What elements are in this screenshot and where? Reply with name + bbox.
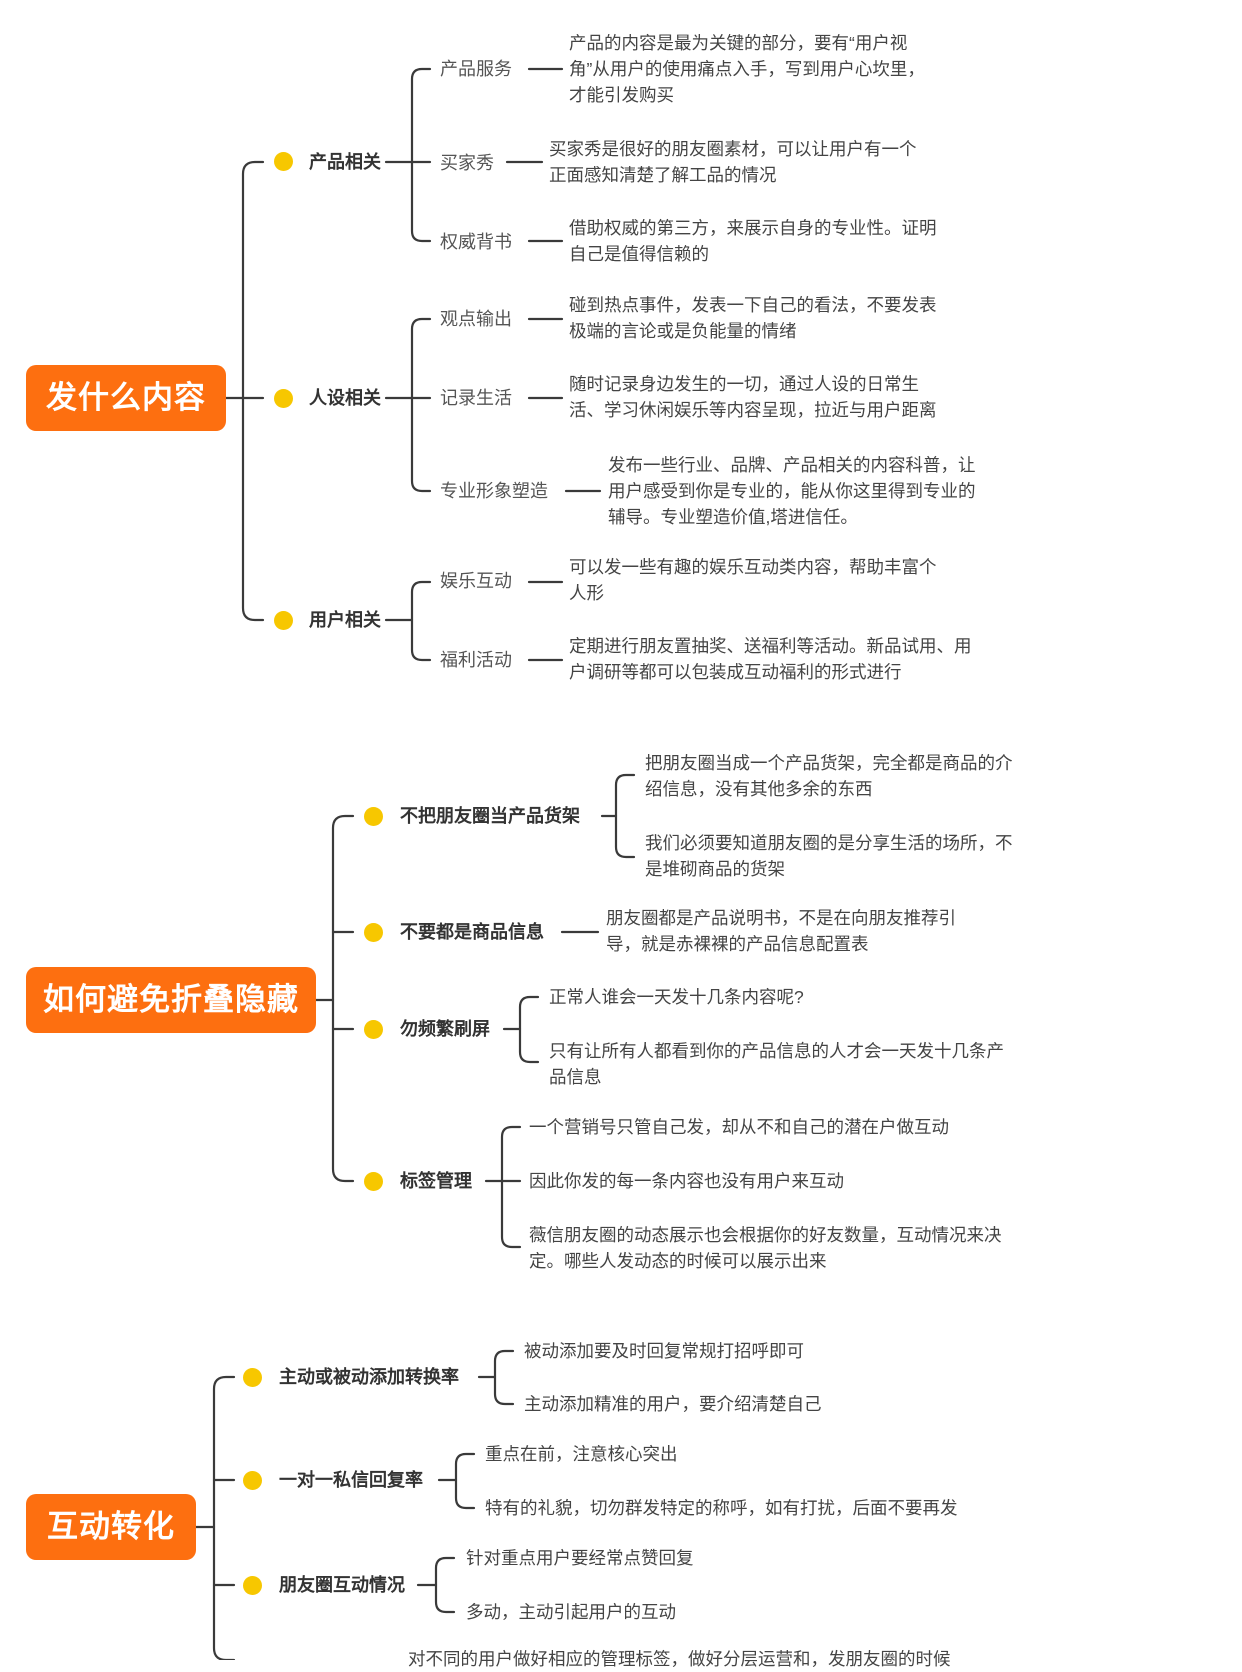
leaf-text: 一个营销号只管自己发，却从不和自己的潜在户做互动	[529, 1117, 949, 1137]
leaf-text-record-life: 随时记录身边发生的一切，通过人设的日常生 活、学习休闲娱乐等内容呈现，拉近与用户…	[569, 374, 937, 420]
leaf-text: 薇信朋友圈的动态展示也会根据你的好友数量，互动情况来决 定。哪些人发动态的时候可…	[529, 1225, 1002, 1271]
leaf-text-professional-image: 发布一些行业、品牌、产品相关的内容科普，让 用户感受到你是专业的，能从你这里得到…	[608, 455, 976, 527]
bullet-dot	[364, 923, 383, 942]
connector-line	[410, 67, 432, 243]
leaf-text-buyer-show: 买家秀是很好的朋友圈素材，可以让用户有一个 正面感知清楚了解工品的情况	[549, 139, 917, 185]
leaf-text-welfare: 定期进行朋友置抽奖、送福利等活动。新品试用、用 户调研等都可以包装成互动福利的形…	[569, 636, 972, 682]
leaf-text-opinion: 碰到热点事件，发表一下自己的看法，不要发表 极端的言论或是负能量的情绪	[569, 295, 937, 341]
bullet-dot	[243, 1471, 262, 1490]
bullet-dot	[364, 807, 383, 826]
connector-line	[500, 1125, 522, 1249]
connector-line	[331, 814, 355, 1183]
bullet-dot	[243, 1576, 262, 1595]
root-node-avoid-folding: 如何避免折叠隐藏	[26, 967, 316, 1033]
group-label-moments-interaction: 朋友圈互动情况	[279, 1575, 405, 1595]
leaf-text: 把朋友圈当成一个产品货架，完全都是商品的介 绍信息，没有其他多余的东西	[645, 753, 1013, 799]
leaf-text: 特有的礼貌，切勿群发特定的称呼，如有打扰，后面不要再发	[485, 1498, 958, 1518]
bullet-dot	[364, 1172, 383, 1191]
group-label-not-shelf: 不把朋友圈当产品货架	[400, 806, 580, 826]
connector-line	[614, 773, 636, 859]
item-label-entertainment: 娱乐互动	[440, 571, 512, 591]
leaf-text: 针对重点用户要经常点赞回复	[466, 1548, 694, 1568]
connector-line	[410, 317, 432, 493]
bullet-dot	[274, 611, 293, 630]
leaf-text: 我们必须要知道朋友圈的是分享生活的场所，不 是堆砌商品的货架	[645, 833, 1013, 879]
item-label-professional-image: 专业形象塑造	[440, 481, 548, 501]
bullet-dot	[243, 1368, 262, 1387]
connector-line	[410, 580, 432, 662]
item-label-authority: 权威背书	[440, 232, 512, 252]
leaf-text-authority: 借助权威的第三方，来展示自身的专业性。证明 自己是值得信赖的	[569, 218, 937, 264]
leaf-text-entertainment: 可以发一些有趣的娱乐互动类内容，帮助丰富个 人形	[569, 557, 937, 603]
item-label-opinion: 观点输出	[440, 309, 512, 329]
leaf-text: 朋友圈都是产品说明书，不是在向朋友推荐引 导，就是赤裸裸的产品信息配置表	[606, 908, 956, 954]
connector-line	[518, 995, 540, 1064]
bullet-dot	[274, 152, 293, 171]
leaf-text: 因此你发的每一条内容也没有用户来互动	[529, 1171, 844, 1191]
group-label-no-spam: 勿频繁刷屏	[400, 1019, 490, 1039]
group-label-product: 产品相关	[309, 152, 381, 172]
item-label-record-life: 记录生活	[440, 388, 512, 408]
group-label-private-reply: 一对一私信回复率	[279, 1470, 423, 1490]
leaf-text: 被动添加要及时回复常规打招呼即可	[524, 1341, 804, 1361]
leaf-text: 正常人谁会一天发十几条内容呢?	[549, 987, 804, 1007]
leaf-text-product-service: 产品的内容是最为关键的部分，要有“用户视 角”从用户的使用痛点入手，写到用户心坎…	[569, 33, 925, 105]
item-label-welfare: 福利活动	[440, 650, 512, 670]
bullet-dot	[274, 389, 293, 408]
group-label-add-conversion: 主动或被动添加转换率	[279, 1367, 459, 1387]
group-label-user: 用户相关	[309, 610, 381, 630]
group-label-tag-management: 标签管理	[400, 1171, 472, 1191]
group-label-not-all-product: 不要都是商品信息	[400, 922, 544, 942]
connector-line	[434, 1556, 456, 1614]
leaf-text: 主动添加精准的用户，要介绍清楚自己	[524, 1394, 822, 1414]
root-node-what-content: 发什么内容	[26, 365, 226, 431]
connector-line	[454, 1452, 476, 1510]
group-label-persona: 人设相关	[309, 388, 381, 408]
bullet-dot	[364, 1020, 383, 1039]
leaf-text: 重点在前，注意核心突出	[485, 1444, 678, 1464]
connector-line	[493, 1349, 515, 1406]
leaf-text: 只有让所有人都看到你的产品信息的人才会一天发十几条产 品信息	[549, 1041, 1004, 1087]
item-label-product-service: 产品服务	[440, 59, 512, 79]
connector-line	[212, 1375, 236, 1660]
item-label-buyer-show: 买家秀	[440, 153, 494, 173]
root-node-interaction: 互动转化	[26, 1494, 196, 1560]
connector-line	[241, 160, 265, 622]
leaf-text-partial: 对不同的用户做好相应的管理标签，做好分层运营和，发朋友圈的时候	[408, 1649, 951, 1669]
leaf-text: 多动，主动引起用户的互动	[466, 1602, 676, 1622]
